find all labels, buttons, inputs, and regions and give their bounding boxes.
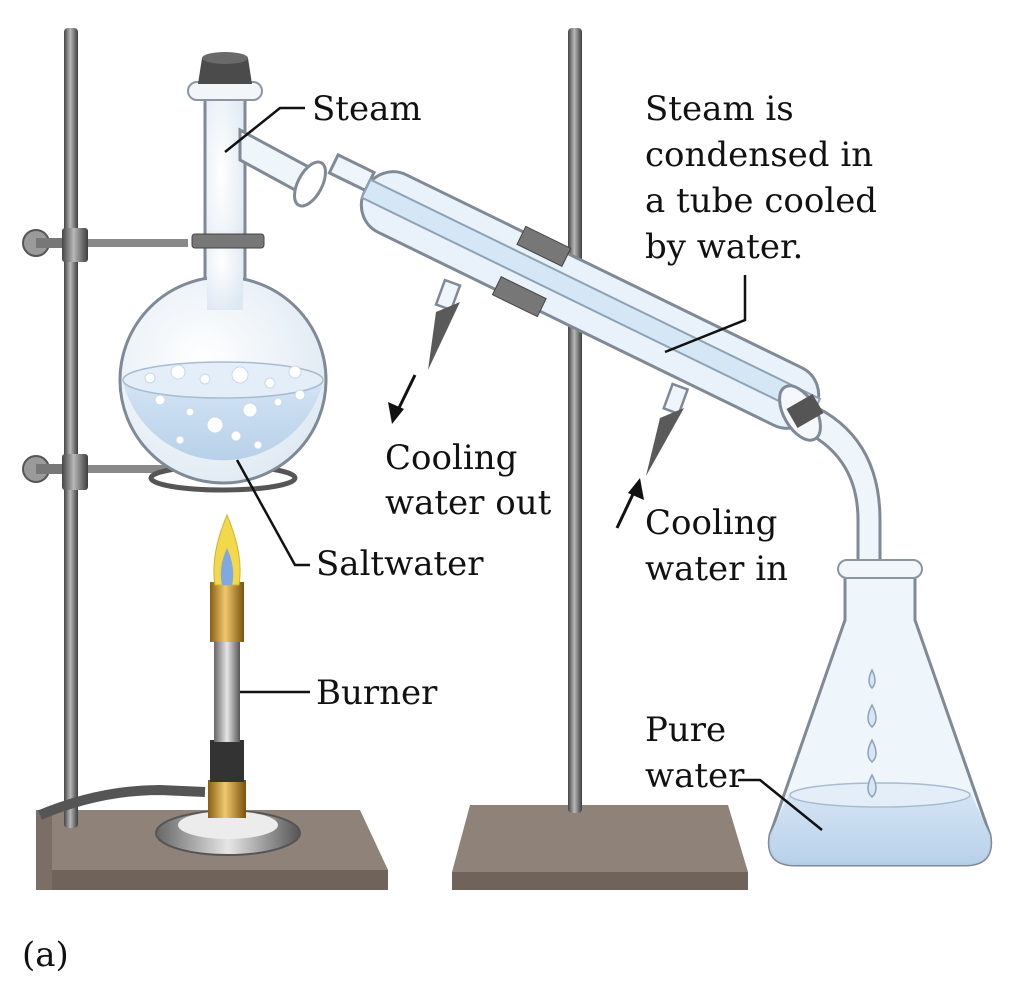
label-cooling-out-2: water out — [385, 483, 552, 523]
cooling-in-nozzle — [646, 382, 690, 476]
label-cooling-in-2: water in — [645, 549, 788, 589]
side-arm — [238, 127, 327, 208]
leader-lines — [224, 106, 823, 831]
label-pure-2: water — [645, 756, 745, 796]
condenser — [327, 152, 822, 430]
cooling-out-nozzle — [428, 278, 462, 370]
right-stand-rod — [568, 28, 582, 813]
upper-clamp — [22, 228, 188, 262]
label-burner: Burner — [316, 673, 438, 713]
label-saltwater: Saltwater — [316, 544, 484, 584]
lower-clamp — [22, 454, 168, 490]
cooling-in-arrow — [615, 478, 644, 529]
label-cooling-in-1: Cooling — [645, 503, 778, 543]
label-condenser-2: condensed in — [645, 135, 874, 175]
label-condenser-4: by water. — [645, 227, 804, 267]
erlenmeyer-flask — [767, 559, 993, 867]
label-steam: Steam — [312, 89, 422, 129]
label-pure-1: Pure — [645, 710, 727, 750]
right-stand-base — [452, 805, 748, 890]
cooling-out-arrow — [388, 374, 417, 424]
label-cooling-out-1: Cooling — [385, 438, 518, 478]
panel-label: (a) — [22, 935, 69, 975]
label-condenser-1: Steam is — [645, 89, 794, 129]
round-bottom-flask — [118, 52, 328, 485]
label-condenser-3: a tube cooled — [645, 181, 878, 221]
bunsen-burner — [38, 513, 301, 856]
left-stand-rod — [64, 28, 78, 828]
